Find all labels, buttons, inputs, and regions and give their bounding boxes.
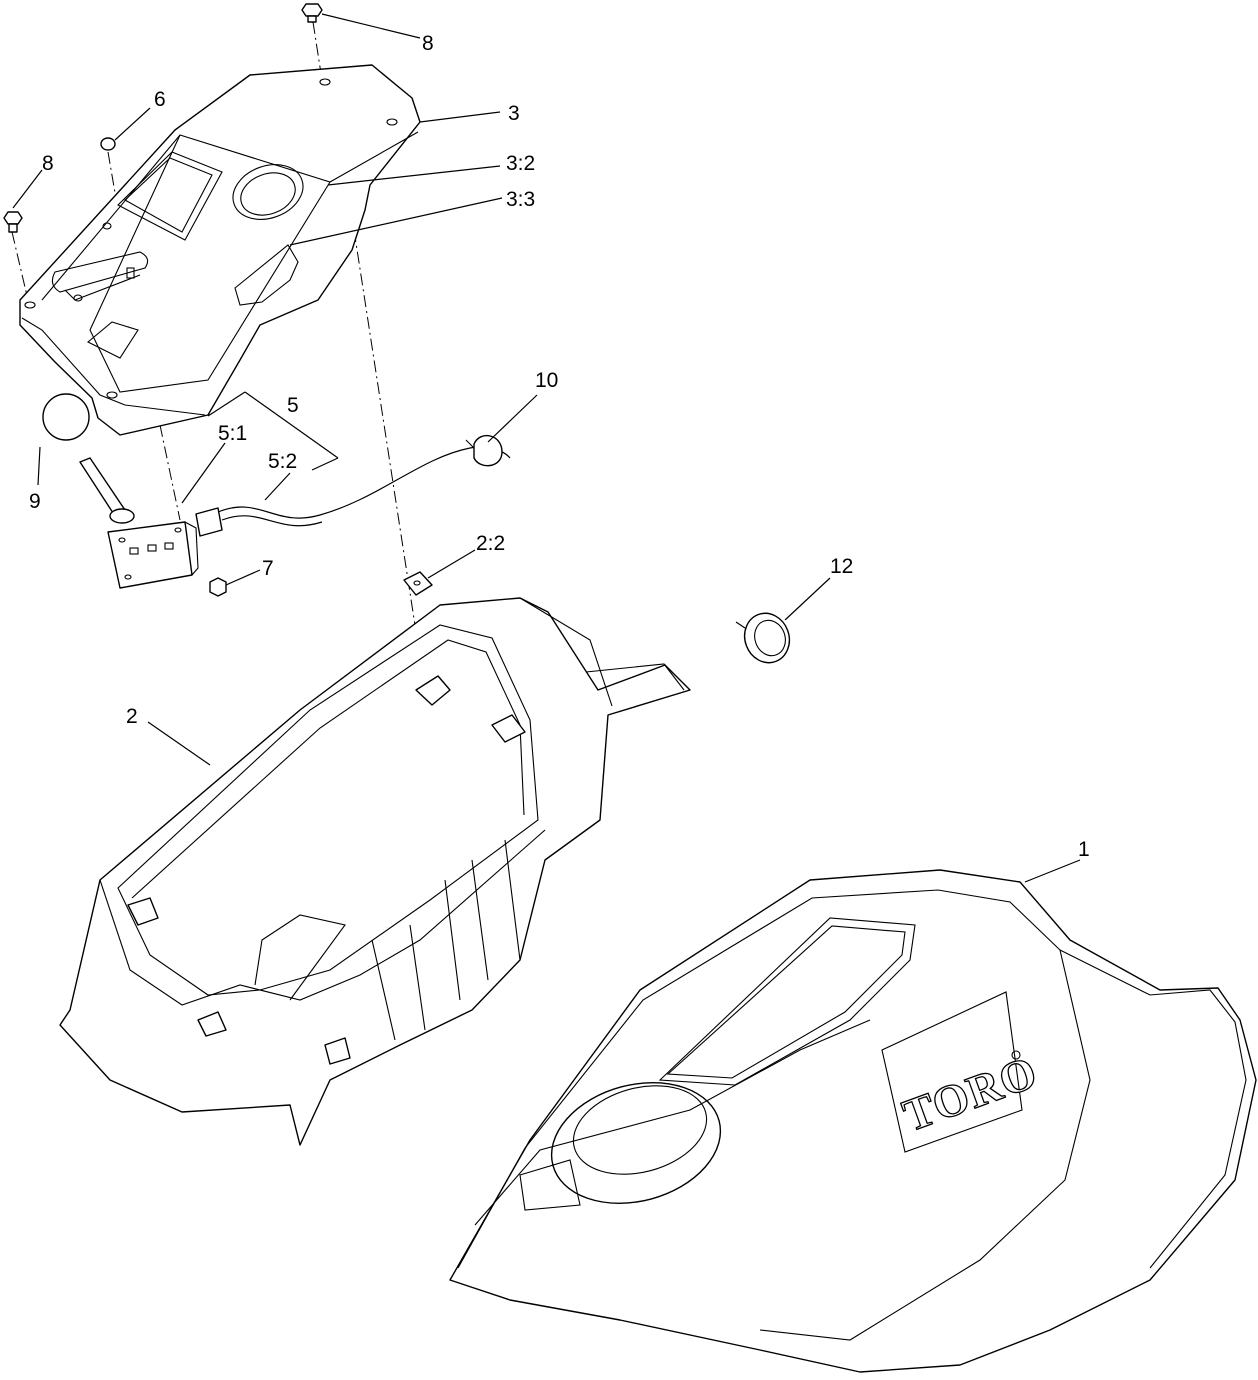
callout-8-top: 8 — [422, 32, 434, 55]
callout-1: 1 — [1078, 838, 1090, 861]
bolt-top — [301, 3, 323, 23]
callout-8-left: 8 — [42, 152, 54, 175]
callout-3: 3 — [508, 102, 520, 125]
callout-5-2: 5:2 — [268, 450, 297, 473]
plug-6 — [100, 137, 116, 151]
lower-housing — [59, 597, 691, 1146]
callout-5: 5 — [287, 394, 299, 417]
callout-7: 7 — [262, 557, 274, 580]
callout-9: 9 — [29, 490, 41, 513]
control-panel-part — [19, 64, 421, 436]
callout-labels: 8 3 6 3:2 8 3:3 10 5 5:1 5:2 9 7 2:2 12 … — [29, 32, 1090, 861]
callout-6: 6 — [154, 88, 166, 111]
clip-nut — [403, 571, 433, 596]
callout-5-1: 5:1 — [218, 422, 247, 445]
callout-3-2: 3:2 — [506, 152, 535, 175]
top-cover — [449, 869, 1257, 1373]
bolt-left — [3, 211, 23, 233]
callout-2-2: 2:2 — [476, 532, 505, 555]
callout-3-3: 3:3 — [506, 188, 535, 211]
grommet-ring — [735, 612, 791, 664]
callout-10: 10 — [535, 369, 558, 392]
switch-assembly — [42, 391, 511, 597]
callout-12: 12 — [830, 555, 853, 578]
callout-2: 2 — [126, 705, 138, 728]
leader-lines — [12, 13, 1081, 883]
